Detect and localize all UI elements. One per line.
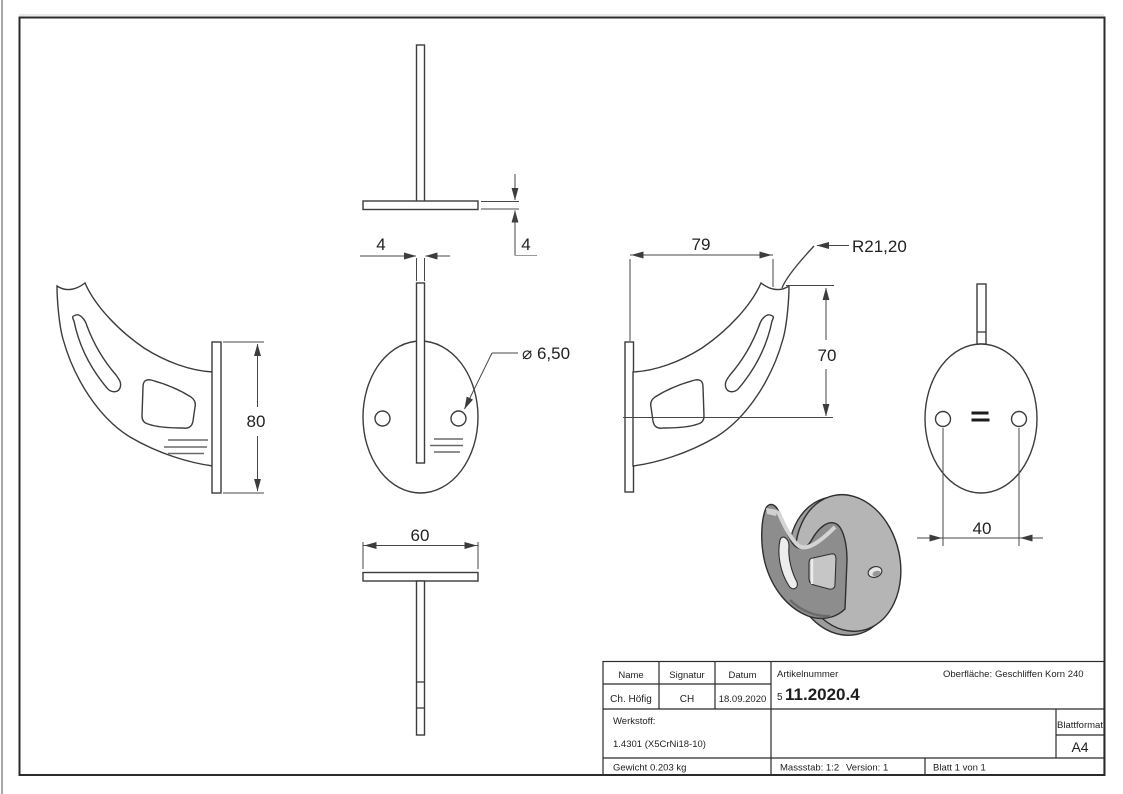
dim-fin-thickness-label: 4 xyxy=(376,235,385,254)
right-side-view: 79 R21,20 70 xyxy=(623,235,907,493)
plate-edge-top-view xyxy=(362,200,479,211)
fin-edge-back-view xyxy=(976,283,987,345)
version-value: Version: 1 xyxy=(846,763,888,774)
sheet-format-label: Blattformat xyxy=(1057,720,1103,731)
sheet-format-value: A4 xyxy=(1071,739,1088,755)
bracket-arm-outline xyxy=(56,281,214,467)
fin-edge-front xyxy=(415,282,426,464)
fin-edge-bottom-view xyxy=(415,580,426,736)
fin-edge-top-view xyxy=(415,44,426,203)
dim-reach-label: 79 xyxy=(692,235,711,254)
material-value: 1.4301 (X5CrNi18-10) xyxy=(613,739,706,750)
radius-reference-arc xyxy=(781,245,815,289)
name-label: Name xyxy=(618,670,643,681)
tip-highlight-3d xyxy=(766,508,778,516)
slot-cutout-3d xyxy=(778,536,798,590)
slot-cutout xyxy=(724,314,774,393)
name-value: Ch. Höfig xyxy=(610,694,652,705)
screw-hole-left xyxy=(374,410,391,427)
mounting-plate-edge xyxy=(211,341,222,494)
fin-bottom-edge-shade xyxy=(789,599,831,618)
screw-hole-left xyxy=(934,410,952,428)
stamp-text-illegible xyxy=(971,411,989,415)
dim-hole-spacing-label: 40 xyxy=(973,519,992,538)
back-view: 40 xyxy=(917,283,1043,546)
dim-plate-thickness-label: 4 xyxy=(521,235,530,254)
front-view: 4 ⌀ 6,50 xyxy=(360,235,570,494)
dim-saddle-radius-label: R21,20 xyxy=(852,237,907,256)
article-number-label: Artikelnummer xyxy=(777,669,838,680)
plate-edge-bottom-view xyxy=(362,571,479,582)
iso-3d-view xyxy=(761,493,902,637)
drawing-frame xyxy=(18,16,1106,776)
screw-hole-right xyxy=(450,410,467,427)
date-value: 18.09.2020 xyxy=(719,694,767,705)
top-view: 4 xyxy=(362,44,537,256)
sheet-value: Blatt 1 von 1 xyxy=(933,763,986,774)
scale-value: Massstab: 1:2 xyxy=(780,763,839,774)
title-block: Name Signatur Datum Ch. Höfig CH 18.09.2… xyxy=(602,660,1105,776)
title-block-border xyxy=(602,660,1105,776)
surface-label: Oberfläche: xyxy=(943,669,992,680)
article-number-prefix: 5 xyxy=(777,692,783,703)
dim-height-label: 70 xyxy=(818,346,837,365)
stamp-text-illegible xyxy=(971,418,990,422)
window-cutout xyxy=(649,379,705,429)
dim-plate-height-label: 80 xyxy=(247,412,266,431)
material-label: Werkstoff: xyxy=(613,716,655,727)
date-label: Datum xyxy=(729,670,757,681)
surface-value: Geschliffen Korn 240 xyxy=(995,669,1084,680)
weight-value: Gewicht 0.203 kg xyxy=(613,763,686,774)
slot-cutout xyxy=(72,314,122,393)
signature-value: CH xyxy=(680,694,694,705)
signature-label: Signatur xyxy=(669,670,704,681)
screw-hole-right xyxy=(1010,410,1028,428)
bracket-arm-outline xyxy=(632,281,790,467)
saddle-highlight-3d xyxy=(776,510,837,550)
window-cutout-3d xyxy=(808,553,837,590)
bottom-view: 60 xyxy=(362,526,479,736)
left-side-view: 80 xyxy=(56,281,266,494)
screw-hole-shadow-3d xyxy=(872,570,881,577)
window-cutout xyxy=(141,379,197,429)
article-number-value: 11.2020.4 xyxy=(785,685,860,704)
dim-hole-diameter-label: ⌀ 6,50 xyxy=(522,344,570,363)
dim-plate-width-label: 60 xyxy=(411,526,430,545)
leader-line xyxy=(464,352,493,410)
